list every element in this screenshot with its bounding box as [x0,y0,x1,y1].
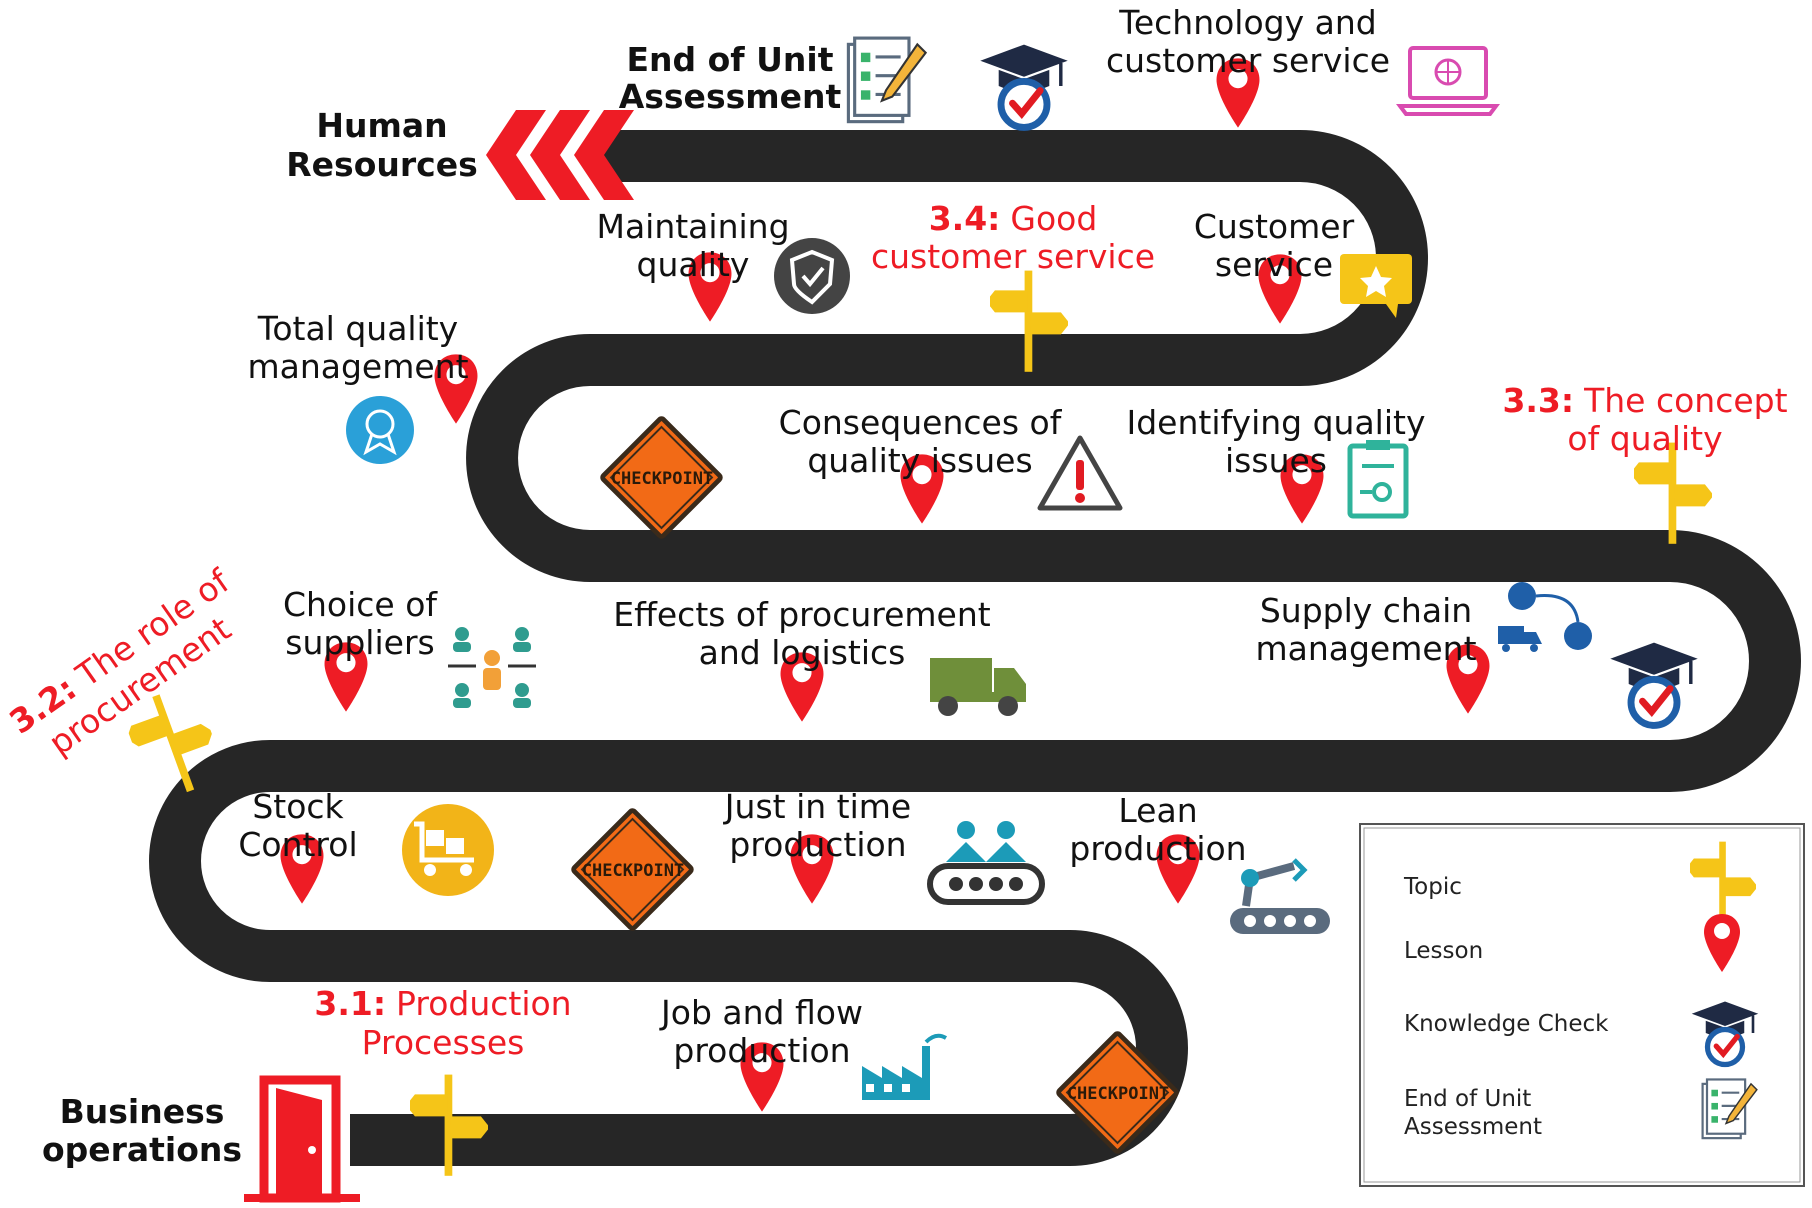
checkpoint-label: CHECKPOINT [582,861,684,881]
topic-title-line2: customer service [871,237,1155,276]
legend-topic-label: Topic [1403,874,1462,900]
topic-number: 3.3: [1502,381,1574,420]
topic-3-3: 3.3:The concept of quality [1502,381,1788,544]
shield-icon [774,238,850,314]
lesson-title-line2: production [1069,829,1246,868]
star-bubble-icon [1340,254,1412,318]
lesson-title-line2: quality [637,245,750,284]
warning-icon [1037,435,1123,511]
lesson-title-line2: and logistics [699,633,906,672]
lesson-title-line1: Consequences of [779,403,1063,442]
lesson-title-line2: suppliers [285,623,434,662]
end-label-line1: Human [316,106,447,145]
lessons: Job and flowproductionLeanproductionJust… [238,3,1592,1112]
start-business-operations: Business operations [42,1075,360,1203]
checklist-icon [846,36,928,124]
badge-icon [346,396,414,464]
lesson-title-line1: Total quality [257,309,458,348]
lesson-title-line1: Lean [1118,791,1197,830]
lesson-title-line2: production [729,825,906,864]
knowledge-check-icon [1610,643,1697,726]
chevrons-icon [486,110,634,200]
lesson-title-line1: Technology and [1118,3,1376,42]
end-label-line2: Resources [286,145,477,184]
checkpoint-2: CHECKPOINT [572,809,692,929]
door-icon [244,1075,360,1203]
supply-chain-icon [1498,582,1592,652]
lesson-title-line1: Effects of procurement [613,595,990,634]
checkpoint-3: CHECKPOINT [601,417,721,537]
conveyor-icon [927,821,1045,905]
end-human-resources: Human Resources [286,106,634,200]
topic-number: 3.4: [929,199,1001,238]
lesson-title-line1: Customer [1194,207,1355,246]
svg-text:3.4:Good: 3.4:Good [929,199,1098,238]
legend-assessment-line2: Assessment [1404,1114,1542,1140]
laptop-icon [1396,46,1500,116]
topic-title-line1: Production [396,984,572,1023]
topic-title-line2: Processes [362,1023,525,1062]
knowledge-check-icon [980,45,1067,128]
truck-icon [930,658,1026,716]
lesson-title-line1: Maintaining [596,207,789,246]
factory-icon [862,1033,948,1100]
certificate-icon [1347,440,1409,519]
lesson-title-line1: Choice of [283,585,438,624]
lesson-title-line2: management [247,347,468,386]
svg-text:3.3:The concept: 3.3:The concept [1502,381,1787,420]
lesson-title-line1: Identifying quality [1127,403,1426,442]
lesson-title-line2: customer service [1106,41,1390,80]
end-of-unit-assessment: End of Unit Assessment [619,36,928,124]
checkpoint-label: CHECKPOINT [1067,1084,1169,1104]
lesson-title-line2: quality issues [807,441,1032,480]
trolley-icon [402,804,494,896]
lesson-title-line2: management [1255,629,1476,668]
winding-road [149,130,1801,1166]
topic-title-line1: Good [1010,199,1097,238]
topic-3-1: 3.1: Production Processes [314,984,572,1176]
topic-title-line1: The concept [1583,381,1788,420]
checkpoint-label: CHECKPOINT [611,469,713,489]
topic-number: 3.1: [314,984,386,1023]
lesson-title-line1: Just in time [723,787,911,826]
legend: Topic Lesson Knowledge Check End of Unit… [1359,823,1805,1187]
lesson-title-line1: Job and flow [659,993,863,1032]
legend-knowledge-check-label: Knowledge Check [1404,1011,1609,1037]
lesson-title-line2: service [1215,245,1333,284]
lesson-title-line2: production [673,1031,850,1070]
lesson-title-line1: Supply chain [1260,591,1472,630]
topic-3-4: 3.4:Good customer service [871,199,1155,372]
start-label-line2: operations [42,1130,242,1169]
legend-assessment-line1: End of Unit [1404,1086,1531,1112]
lesson-title-line2: issues [1225,441,1327,480]
lesson-title-line2: Control [238,825,357,864]
lesson-title-line1: Stock [252,787,344,826]
legend-lesson-label: Lesson [1404,938,1483,964]
network-people-icon [448,627,536,708]
topic-title-line2: of quality [1567,419,1722,458]
robot-arm-icon [1230,858,1330,934]
assessment-label-line1: End of Unit [626,40,833,79]
svg-text:3.1:Production: 3.1: Production [314,984,571,1023]
assessment-label-line2: Assessment [619,77,842,116]
checkpoint-1: CHECKPOINT [1057,1032,1177,1152]
start-label-line1: Business [60,1092,225,1131]
